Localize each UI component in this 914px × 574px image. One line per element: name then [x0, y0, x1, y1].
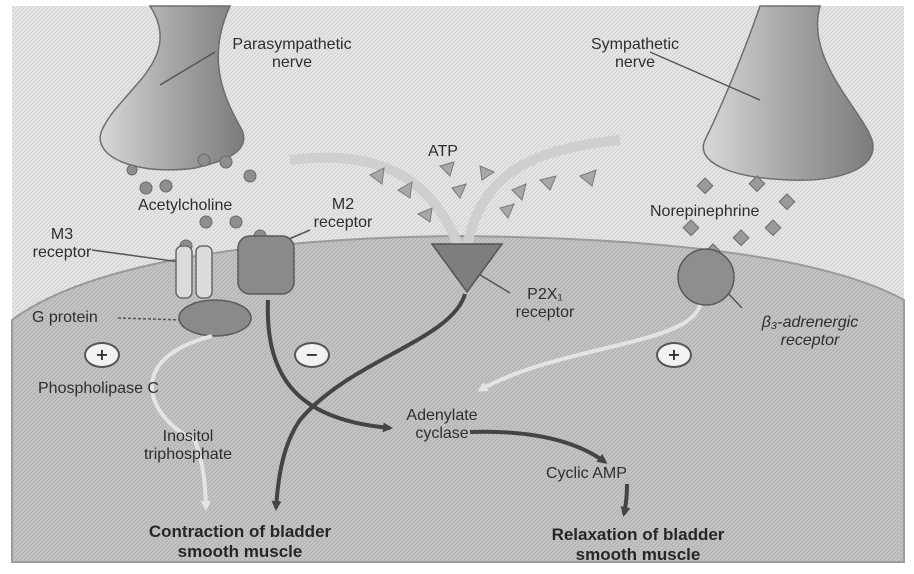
acetylcholine-label: Acetylcholine: [138, 197, 232, 215]
cyclic-amp-label: Cyclic AMP: [546, 465, 627, 483]
m2-receptor-label: M2 receptor: [300, 196, 386, 232]
p2x1-receptor-label: P2X₁ receptor: [500, 286, 590, 322]
g-protein-shape: [179, 300, 251, 336]
m3-receptor-label: M3 receptor: [22, 226, 102, 262]
phospholipase-c-label: Phospholipase C: [38, 380, 159, 398]
adenylate-cyclase-label: Adenylate cyclase: [392, 407, 492, 443]
m2-inhibitory-sign: −: [294, 342, 330, 368]
beta3-stimulatory-sign: +: [656, 342, 692, 368]
relaxation-outcome-label: Relaxation of bladder smooth muscle: [508, 525, 768, 565]
smooth-muscle-cell: [12, 236, 904, 562]
beta3-receptor-label: β₃-adrenergic receptor: [740, 314, 880, 350]
sympathetic-nerve-label: Sympathetic nerve: [570, 36, 700, 72]
contraction-outcome-label: Contraction of bladder smooth muscle: [110, 522, 370, 562]
parasympathetic-nerve-label: Parasympathetic nerve: [212, 36, 372, 72]
m2-receptor-shape: [238, 236, 294, 294]
atp-label: ATP: [428, 143, 458, 161]
inositol-triphosphate-label: Inositol triphosphate: [118, 428, 258, 464]
g-protein-label: G protein: [32, 309, 98, 327]
beta3-receptor-shape: [678, 249, 734, 305]
m3-stimulatory-sign: +: [84, 342, 120, 368]
norepinephrine-label: Norepinephrine: [650, 203, 759, 221]
